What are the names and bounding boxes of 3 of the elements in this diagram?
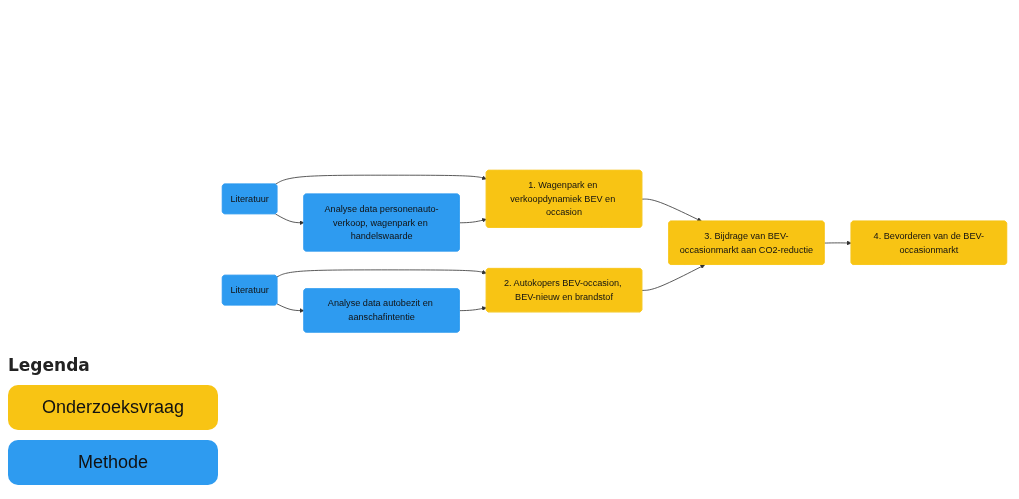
legend-swatch: Methode [8,440,218,485]
legend-swatch: Onderzoeksvraag [8,385,218,430]
legend-heading: Legenda [8,355,91,375]
